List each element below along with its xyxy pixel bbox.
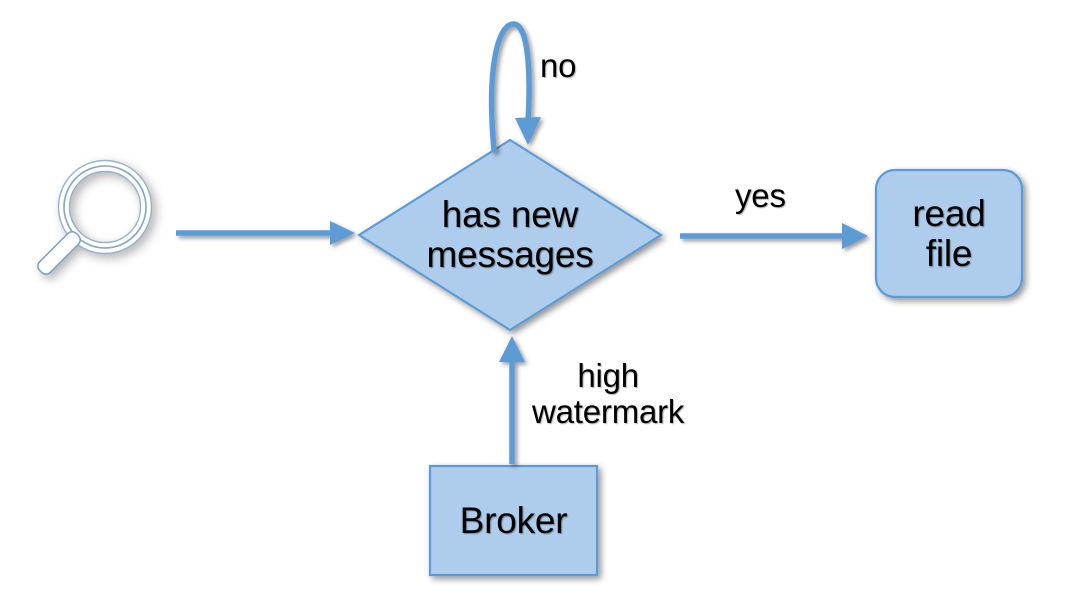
process-broker-shape xyxy=(428,464,599,577)
arrow-decision-loop-no xyxy=(488,21,541,153)
arrow-broker-to-decision-highwatermark xyxy=(499,336,525,464)
arrow-search-to-decision xyxy=(176,221,355,245)
decision-has-new-messages-shape xyxy=(356,138,664,332)
arrow-decision-to-readfile-yes xyxy=(680,223,868,249)
process-read-file-shape xyxy=(874,168,1024,299)
magnifier-icon xyxy=(37,159,153,275)
